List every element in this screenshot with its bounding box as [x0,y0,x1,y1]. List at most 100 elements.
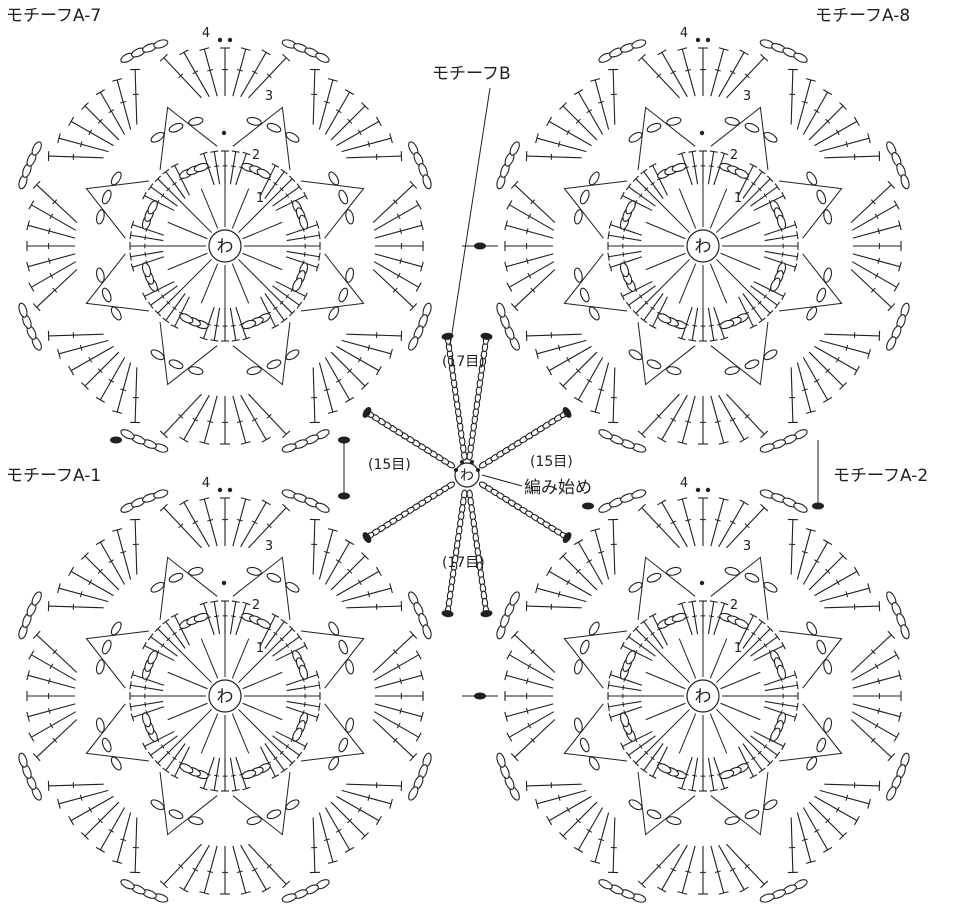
stitch-top [281,768,287,773]
stitch-stem [269,179,292,202]
chain-stitch [579,639,591,655]
stitch-stem [797,813,810,862]
round3-chain-line [564,181,627,238]
stitch-stem [49,334,104,336]
stitch-stem [509,655,553,680]
stitch-top [376,366,381,375]
stitch-top [376,117,381,126]
stitch-top [319,253,320,261]
chain-stitch [246,566,262,576]
stitch-top [171,614,178,618]
round3-chain-line [779,631,842,688]
stitch-top [171,775,178,779]
round-number: 3 [743,89,751,104]
stitch-stem [549,346,591,370]
round3-chain-line [233,557,290,620]
stitch-bar [145,702,146,707]
stitch-stem [241,52,266,96]
round1-stitch [181,202,211,232]
stitch-stem [814,346,856,370]
chain-stitch [573,209,583,225]
stitch-stem [682,396,695,443]
stitch-stem [325,92,349,134]
stitch-stem [642,394,680,434]
stitch-stem [319,813,332,862]
stitch-stem [375,675,422,688]
chain-stitch [597,878,613,891]
chain-stitch [119,878,135,891]
stitch-top [621,293,625,300]
stitch-stem [241,502,266,546]
join-point [110,437,122,444]
stitch-stem [726,844,764,884]
stitch-top [281,318,287,323]
round3-chain-line [301,631,364,688]
stitch-stem [726,394,764,434]
stitch-stem [682,846,695,893]
stitch-top [281,169,287,174]
stitch-top [148,634,153,640]
stitch-stem [375,704,422,717]
stitch-stem [824,156,879,158]
stitch-top [894,283,899,292]
stitch-top [657,437,666,442]
stitch-stem [49,156,104,158]
stitch-stem [609,235,642,240]
stitch-stem [319,530,332,579]
stitch-stem [791,520,793,575]
round1-stitch [168,222,208,238]
chain-stitch [724,116,740,126]
stitch-stem [515,269,555,307]
stitch-top [281,619,287,624]
stitch-top [710,790,718,791]
stitch-top [130,681,131,689]
motif-b-dot [470,460,474,464]
chain-stitch [344,717,354,733]
stitch-stem [506,704,553,717]
stitch-stem [814,796,856,820]
stitch-top [854,567,859,576]
join-point [480,332,493,341]
round-number: 4 [680,476,688,491]
stitch-bar [623,235,624,240]
stitch-bar [304,252,305,257]
stitch-stem [71,571,113,595]
stitch-stem [319,363,332,412]
stitch-stem [158,740,181,763]
stitch-top [163,169,169,174]
round1-stitch [243,222,283,238]
stitch-stem [578,357,602,399]
stitch-top [797,231,798,239]
stitch-stem [100,357,124,399]
count-bottom: (17目) [442,553,485,573]
stitch-stem [49,784,104,786]
stitch-bar [782,685,783,690]
stitch-stem [158,629,181,652]
round-number: 1 [256,641,264,656]
stitch-stem [506,254,553,267]
stitch-stem [31,712,75,737]
chain-stitch [266,358,282,370]
stitch-stem [374,262,418,287]
stitch-top [163,318,169,323]
chain-stitch [815,189,827,205]
stitch-top [232,601,240,602]
round-number: 1 [734,641,742,656]
chain-stitch [776,664,787,680]
stitch-top [641,619,647,624]
round1-stitch [710,189,726,229]
stitch-stem [248,844,286,884]
stitch-top [297,302,302,308]
stitch-stem [117,80,130,129]
chain-stitch [266,808,282,820]
stitch-stem [797,530,810,579]
round3-chain-line [564,631,627,688]
stitch-stem [248,394,286,434]
stitch-stem [204,49,217,96]
stitch-top [688,151,696,152]
stitch-stem [527,156,582,158]
round1-stitch [181,259,211,289]
stitch-stem [204,846,217,893]
slip-stitch-dot [696,38,700,42]
stitch-top [179,500,188,505]
